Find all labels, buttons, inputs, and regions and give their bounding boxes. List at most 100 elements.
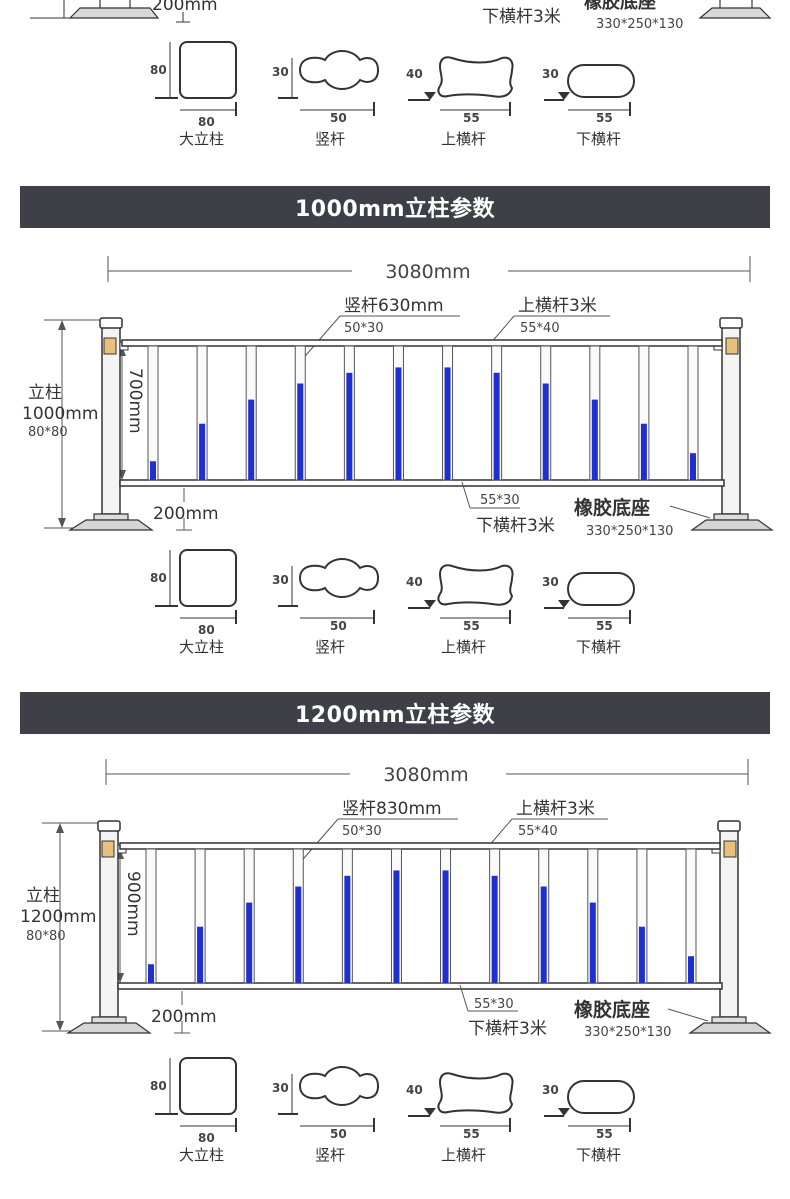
profile-top-rail: 40 55 上横杆: [406, 564, 514, 656]
profile-bottom-rail-width: 55: [596, 111, 613, 125]
top-rail-dims: 55*40: [518, 824, 558, 839]
profile-bottom-rail-name: 下横杆: [576, 1146, 621, 1164]
vertical-bar-fill: [491, 875, 498, 983]
profile-bottom-rail-height: 30: [542, 1083, 559, 1097]
top-bottom-rail-label: 下横杆3米: [482, 7, 561, 27]
vertical-bar-fill: [589, 902, 596, 983]
profile-big-post-name: 大立柱: [179, 130, 224, 148]
vertical-bar-dims: 50*30: [342, 824, 382, 839]
top-rail-label: 上横杆3米: [518, 296, 597, 316]
profile-bottom-rail: 30 55 下横杆: [542, 1080, 635, 1164]
top-rail: [121, 339, 723, 347]
post-dims-label: 80*80: [26, 929, 66, 944]
inner-height-dimension: 700mm: [118, 346, 145, 480]
profile-vertical-bar-width: 50: [330, 619, 347, 633]
vertical-bar-fill: [295, 886, 302, 983]
vertical-bar-fill: [690, 453, 696, 480]
profile-top-rail-height: 40: [406, 67, 423, 81]
profile-vertical-bar-name: 竖杆: [315, 1146, 345, 1164]
inner-height-dimension: 900mm: [116, 849, 143, 983]
top-rail-dims: 55*40: [520, 321, 560, 336]
base-dims: 330*250*130: [584, 1025, 671, 1040]
vertical-bar-fill: [493, 372, 500, 480]
vertical-bar: [147, 345, 159, 481]
vertical-bar-fill: [540, 886, 547, 983]
profile-vertical-bar-height: 30: [272, 573, 289, 587]
post-label: 立柱: [26, 886, 60, 906]
profile-big-post-width: 80: [198, 115, 215, 129]
vertical-bar-fill: [346, 372, 353, 480]
inner-height-label: 700mm: [125, 368, 145, 434]
profile-vertical-bar-height: 30: [272, 65, 289, 79]
profile-big-post-name: 大立柱: [179, 638, 224, 656]
inner-height-label: 900mm: [123, 871, 143, 937]
profile-vertical-bar-width: 50: [330, 1127, 347, 1141]
top-rail: [119, 842, 721, 850]
profile-bottom-rail-name: 下横杆: [576, 638, 621, 656]
section-header-1000: 1000mm立柱参数: [20, 186, 770, 228]
vertical-bar-fill: [442, 870, 449, 983]
top-fragment-diagram: 200mm 下横杆3米 橡胶底座 330*250*130: [30, 0, 772, 32]
bottom-rail-label: 下横杆3米: [476, 516, 555, 536]
vertical-bar-label: 竖杆830mm: [342, 799, 442, 819]
top-base-label: 橡胶底座: [584, 0, 656, 13]
profile-bottom-rail-width: 55: [596, 619, 613, 633]
profile-bottom-rail-name: 下横杆: [576, 130, 621, 148]
profile-top-rail-height: 40: [406, 1083, 423, 1097]
profile-vertical-bar-height: 30: [272, 1081, 289, 1095]
right-base-fragment: [698, 0, 772, 19]
post-height-label: 1200mm: [20, 907, 96, 927]
vertical-bar-fill: [246, 902, 253, 983]
profile-big-post: 80 80 大立柱: [150, 41, 237, 148]
section-header-1200: 1200mm立柱参数: [20, 692, 770, 734]
post-height-dimension: [44, 319, 102, 529]
vertical-bar-fill: [248, 399, 255, 480]
section-title-1200: 1200mm立柱参数: [294, 703, 496, 728]
profile-top-rail-width: 55: [463, 619, 480, 633]
post-height-dimension: [42, 822, 100, 1032]
profile-big-post: 80 80 大立柱: [150, 1057, 237, 1164]
vertical-bar-fill: [199, 423, 206, 480]
profile-vertical-bar: 30 50 竖杆: [272, 50, 380, 148]
vertical-bar-fill: [444, 367, 451, 480]
vertical-bar-fill: [150, 461, 156, 480]
profile-bottom-rail: 30 55 下横杆: [542, 572, 635, 656]
total-length-label: 3080mm: [383, 764, 468, 786]
profile-bottom-rail-width: 55: [596, 1127, 613, 1141]
vertical-bar-fill: [395, 367, 402, 480]
fence-diagram-1000: 3080mm 竖杆630mm 50*30 上横杆3米 55*40 立柱 1000…: [22, 256, 774, 539]
profile-bottom-rail: 30 55 下横杆: [542, 64, 635, 148]
profile-vertical-bar: 30 50 竖杆: [272, 558, 380, 656]
profile-row-3: 80 80 大立柱 30 50 竖杆 40 55 上横杆 30 55 下横杆: [150, 1057, 635, 1164]
profile-vertical-bar-name: 竖杆: [315, 130, 345, 148]
profile-bottom-rail-height: 30: [542, 575, 559, 589]
post-height-label: 1000mm: [22, 404, 98, 424]
vertical-bar-fill: [688, 956, 694, 983]
top-rail-label: 上横杆3米: [516, 799, 595, 819]
length-dimension: 3080mm: [107, 256, 751, 283]
vertical-bar-fill: [640, 423, 647, 480]
vertical-bar-fill: [393, 870, 400, 983]
profile-big-post-width: 80: [198, 1131, 215, 1145]
vertical-bars: [147, 345, 699, 481]
profile-big-post-name: 大立柱: [179, 1146, 224, 1164]
vertical-bar-fill: [344, 875, 351, 983]
vertical-bar-fill: [297, 383, 304, 480]
bottom-rail-dims: 55*30: [474, 997, 514, 1012]
bottom-rail: [117, 982, 723, 990]
profile-row-1: 80 80 大立柱 30 50 竖杆 40 55 上横杆 30 55 下横杆: [150, 41, 635, 148]
profile-top-rail-name: 上横杆: [441, 1146, 486, 1164]
profile-top-rail-width: 55: [463, 111, 480, 125]
vertical-bar-fill: [148, 964, 154, 983]
profile-top-rail: 40 55 上横杆: [406, 56, 514, 148]
profile-top-rail: 40 55 上横杆: [406, 1072, 514, 1164]
total-length-label: 3080mm: [385, 261, 470, 283]
length-dimension: 3080mm: [105, 759, 749, 786]
profile-bottom-rail-height: 30: [542, 67, 559, 81]
top-base-dims: 330*250*130: [596, 17, 683, 32]
left-base-fragment: [30, 0, 160, 19]
base-dims: 330*250*130: [586, 524, 673, 539]
right-post: [688, 820, 772, 1034]
vertical-bar-dims: 50*30: [344, 321, 384, 336]
profile-big-post: 80 80 大立柱: [150, 549, 237, 656]
